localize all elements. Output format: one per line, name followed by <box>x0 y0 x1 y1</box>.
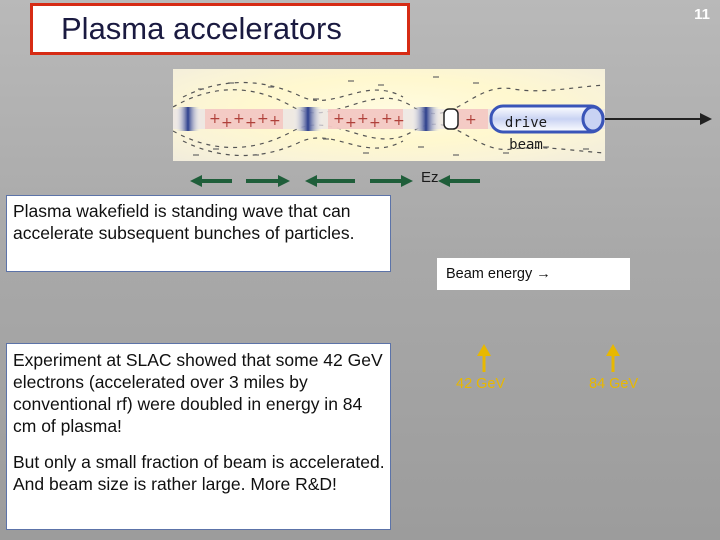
slide-title: Plasma accelerators <box>61 11 342 46</box>
svg-text:+: + <box>345 115 357 131</box>
svg-text:+: + <box>393 113 405 129</box>
title-box: Plasma accelerators <box>30 3 410 55</box>
caveat-paragraph: But only a small fraction of beam is acc… <box>13 452 385 494</box>
drive-label-line1: drive <box>504 115 548 131</box>
svg-text:+: + <box>333 111 345 127</box>
energy-42-label: 42 GeV <box>456 376 506 392</box>
slide-number: 11 <box>694 6 710 23</box>
energy-arrows <box>477 344 620 372</box>
svg-text:+: + <box>221 115 233 131</box>
experiment-paragraph: Experiment at SLAC showed that some 42 G… <box>13 350 383 436</box>
plasma-wake-diagram: +++ +++ +++ +++ + <box>173 69 605 161</box>
beam-energy-label: Beam energy → <box>446 266 551 282</box>
wakefield-text-box: Plasma wakefield is standing wave that c… <box>6 195 391 272</box>
svg-text:+: + <box>245 115 257 131</box>
svg-text:+: + <box>381 111 393 127</box>
wake-illustration: +++ +++ +++ +++ + <box>173 76 605 157</box>
svg-text:+: + <box>257 111 269 127</box>
svg-text:+: + <box>269 113 281 129</box>
ion-plus-signs: +++ +++ +++ +++ + <box>209 111 477 131</box>
svg-text:+: + <box>357 111 369 127</box>
svg-text:+: + <box>369 115 381 131</box>
drive-label-line2: beam <box>509 137 543 153</box>
svg-text:+: + <box>465 112 477 128</box>
ez-label: Ez <box>421 169 439 186</box>
wakefield-text: Plasma wakefield is standing wave that c… <box>13 201 355 243</box>
experiment-text-box: Experiment at SLAC showed that some 42 G… <box>6 343 391 530</box>
beam-energy-box: Beam energy → <box>437 258 630 290</box>
energy-84-label: 84 GeV <box>589 376 639 392</box>
electron-marks <box>193 76 589 156</box>
svg-text:+: + <box>209 111 221 127</box>
drive-beam-label: drive beam <box>500 112 552 156</box>
svg-text:+: + <box>233 111 245 127</box>
